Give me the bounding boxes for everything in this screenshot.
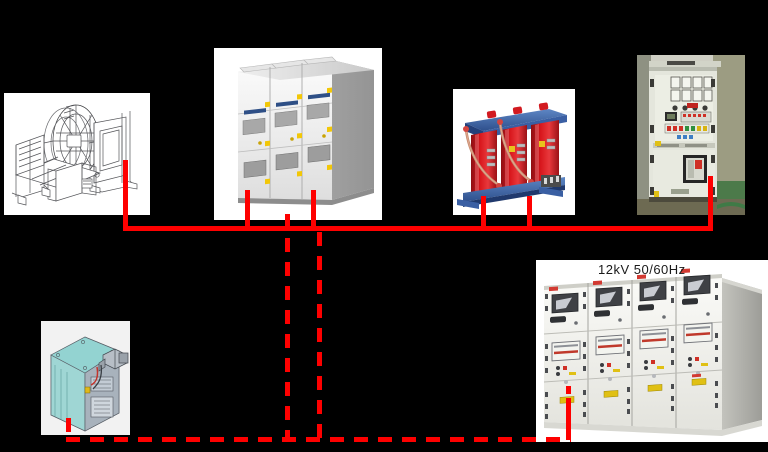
node-control-relay-panel[interactable] <box>637 55 745 215</box>
control-panel-photo <box>637 55 745 215</box>
link-solid-riser-rmu <box>566 398 571 440</box>
control-box-drawing <box>41 321 130 435</box>
link-solid-riser-switchgear-right <box>311 190 316 230</box>
rmu-rating-caption: 12kV 50/60Hz <box>598 262 686 277</box>
winding-machine-drawing <box>11 104 138 206</box>
link-dashed-drop-switchgear-a <box>285 214 290 440</box>
transformer-photo <box>453 89 575 215</box>
link-dashed-drop-switchgear-b <box>317 232 322 440</box>
node-winding-machine[interactable] <box>4 93 150 215</box>
mv-switchgear-photo <box>214 48 382 220</box>
link-solid-riser-transformer-left <box>481 196 486 230</box>
link-solid-riser-switchgear-left <box>245 190 250 230</box>
link-dashed-riser-control-box <box>66 418 71 440</box>
node-mv-switchgear-3panel[interactable] <box>214 48 382 220</box>
link-solid-riser-rmu-upper <box>566 386 571 394</box>
node-rmu-switchgear-4panel[interactable] <box>536 260 768 442</box>
rmu-switchgear-photo <box>536 260 768 442</box>
link-solid-riser-winding-machine <box>123 160 128 230</box>
link-solid-riser-control-panel <box>708 176 713 230</box>
link-solid-riser-transformer-right <box>527 196 532 230</box>
node-control-box[interactable] <box>41 321 130 435</box>
link-solid-bus-horizontal <box>123 226 713 231</box>
node-cast-resin-transformer[interactable] <box>453 89 575 215</box>
link-solid-tie-switchgear-b <box>317 226 377 231</box>
